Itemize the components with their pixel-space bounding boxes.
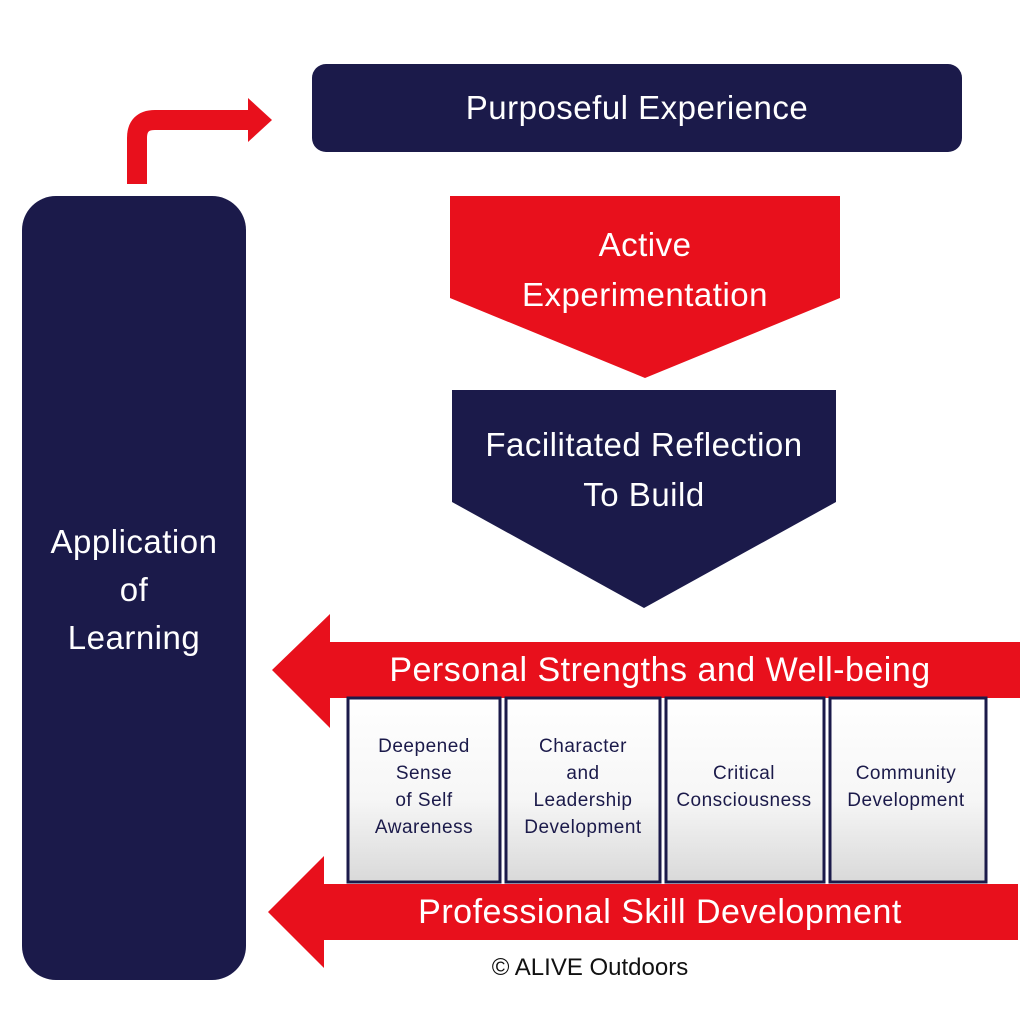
purposeful-experience-box [312,64,962,152]
personal-strengths-label: Personal Strengths and Well-being [389,650,931,689]
outcome-box-3 [664,696,826,884]
outcome-box-1 [346,696,502,884]
professional-skill-label: Professional Skill Development [418,892,902,931]
outcome-box-4 [828,696,988,884]
outcome-label-community-development: Community Development [847,763,965,811]
outcome-label-critical-consciousness: Critical Consciousness [676,763,812,811]
copyright-notice: © ALIVE Outdoors [491,954,689,981]
application-of-learning-label: Application of Learning [50,523,218,656]
purposeful-experience-label: Purposeful Experience [465,89,809,126]
outcome-boxes [346,696,988,884]
active-experimentation-label: Active Experimentation [522,226,768,313]
facilitated-reflection-label: Facilitated Reflection To Build [485,426,803,513]
personal-strengths-arrow [272,614,1020,728]
professional-skill-arrow [268,856,1018,968]
outcome-box-2 [504,696,662,884]
active-experimentation-chevron [450,196,840,378]
outcome-label-self-awareness: Deepened Sense of Self Awareness [374,736,474,838]
facilitated-reflection-chevron [452,390,836,608]
application-pillar [22,196,246,980]
elbow-arrow [127,98,272,184]
outcome-label-character-leadership: Character and Leadership Development [524,736,642,838]
